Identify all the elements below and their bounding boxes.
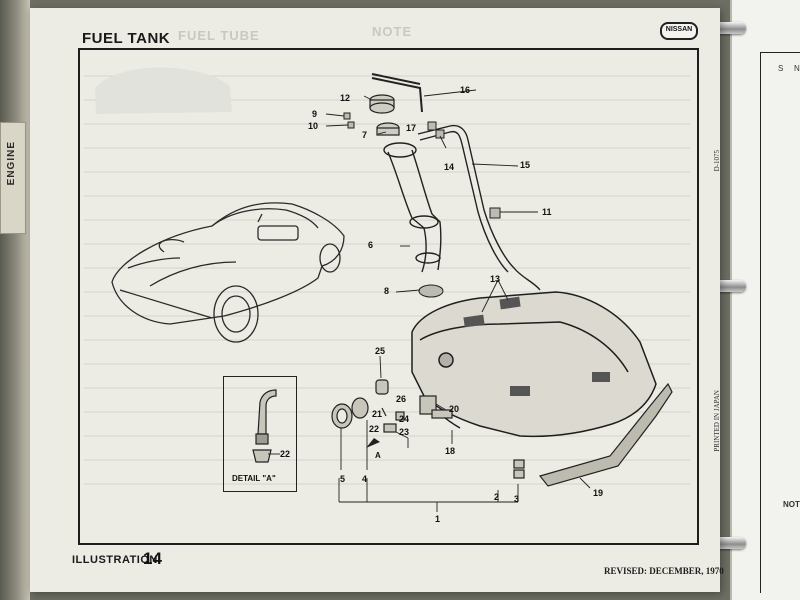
binder-ring-bottom [712,537,746,549]
document-code: D-1075 [713,150,721,172]
callout-14: 14 [444,162,454,172]
callout-19: 19 [593,488,603,498]
detail-a-arrow-label: A [375,451,381,460]
next-page-edge [730,0,800,600]
binder-ring-top [712,22,746,34]
callout-1: 1 [435,514,440,524]
page-title: FUEL TANK [82,30,171,47]
ghost-header-left: FUEL TUBE [178,28,260,43]
callout-20: 20 [449,404,459,414]
callout-6: 6 [368,240,373,250]
next-page-col-s: S [778,64,784,73]
callout-24: 24 [399,414,409,424]
car-outline [111,202,345,343]
callout-23: 23 [399,427,409,437]
illustration-number: 14 [143,549,162,568]
part-callouts: 1 2 3 4 5 6 7 8 9 10 11 12 13 14 15 16 1… [280,85,603,524]
printed-in-japan: PRINTED IN JAPAN [713,390,721,452]
next-page-note: NOT [783,500,800,509]
callout-18: 18 [445,446,455,456]
callout-7: 7 [362,130,367,140]
vent-tube-15 [417,124,541,291]
callout-10: 10 [308,121,318,131]
detail-a-label: DETAIL "A" [232,474,276,483]
tank-mounting-pads [463,296,610,396]
illustration-label: ILLUSTRATION [72,554,158,566]
detail-a-arrow [366,438,380,448]
filler-hose [383,142,442,273]
callout-15: 15 [520,160,530,170]
fuel-tank-body [411,291,657,438]
next-page-col-n: N [794,64,800,73]
callout-13: 13 [490,274,500,284]
callout-22: 22 [369,424,379,434]
detail-a-fitting [252,389,280,463]
section-tab-engine[interactable]: ENGINE [0,122,26,234]
callout-17: 17 [406,123,416,133]
tank-strap-19 [538,382,673,487]
filler-cap-12[interactable] [369,94,395,114]
callout-16: 16 [460,85,470,95]
callout-4: 4 [362,474,367,484]
filler-neck-7 [376,122,400,136]
callout-21: 21 [372,409,382,419]
detail-callout-22: 22 [280,449,290,459]
binder-spine [0,0,30,600]
callout-2: 2 [494,492,499,502]
ghost-car-image [95,67,232,114]
callout-3: 3 [514,494,519,504]
breather-tube-16 [371,73,423,113]
callout-9: 9 [312,109,317,119]
leader-lines [325,89,591,512]
callout-5: 5 [340,474,345,484]
revision-date: REVISED: DECEMBER, 1970 [604,566,724,576]
detail-a-box [223,376,297,492]
nissan-logo: NISSAN [660,22,698,40]
callout-26: 26 [396,394,406,404]
callout-8: 8 [384,286,389,296]
logo-text: NISSAN [665,26,693,33]
illustration-frame [78,48,699,545]
ghost-header-right: NOTE [372,24,413,39]
small-clamps [343,112,501,298]
binder-ring-middle [712,280,746,292]
callout-25: 25 [375,346,385,356]
drain-parts [331,379,525,479]
next-page-table [760,52,800,593]
callout-12: 12 [340,93,350,103]
callout-11: 11 [542,207,552,217]
